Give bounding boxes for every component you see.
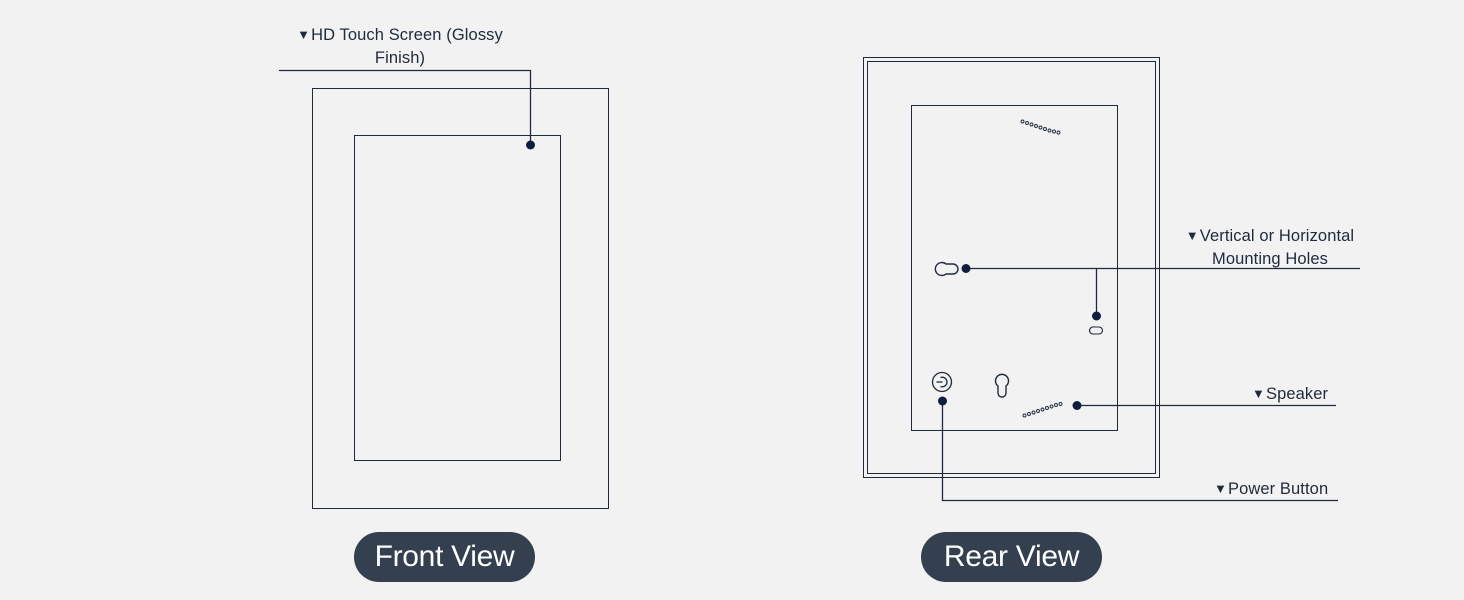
rear-frame-inner [867, 61, 1156, 474]
front-screen-leader-line [279, 69, 532, 145]
power-icon [931, 371, 953, 393]
power-button-label: ▼Power Button [1214, 480, 1329, 498]
front-view-title: Front View [354, 532, 535, 582]
mounting-dot-vertical [1092, 311, 1101, 321]
keyhole-horizontal-small-icon [1089, 326, 1104, 335]
keyhole-vertical-icon [994, 373, 1010, 398]
hd-touch-screen-label: ▼HD Touch Screen (Glossy Finish) [297, 26, 503, 67]
keyhole-horizontal-icon [934, 261, 959, 277]
mounting-holes-label: ▼Vertical or Horizontal Mounting Holes [1185, 227, 1355, 268]
power-leader-line [941, 401, 1338, 502]
front-screen-dot [526, 140, 535, 150]
power-dot [938, 396, 947, 406]
speaker-grille-icon [1022, 402, 1063, 418]
front-screen [354, 135, 561, 461]
speaker-grille-icon [1020, 119, 1061, 135]
mounting-dot-horizontal [961, 264, 971, 273]
speaker-dot [1072, 401, 1082, 410]
rear-view-title: Rear View [921, 532, 1102, 582]
speaker-label: ▼Speaker [1252, 385, 1329, 403]
rear-frame-outer [863, 57, 1160, 478]
front-frame [312, 88, 609, 509]
